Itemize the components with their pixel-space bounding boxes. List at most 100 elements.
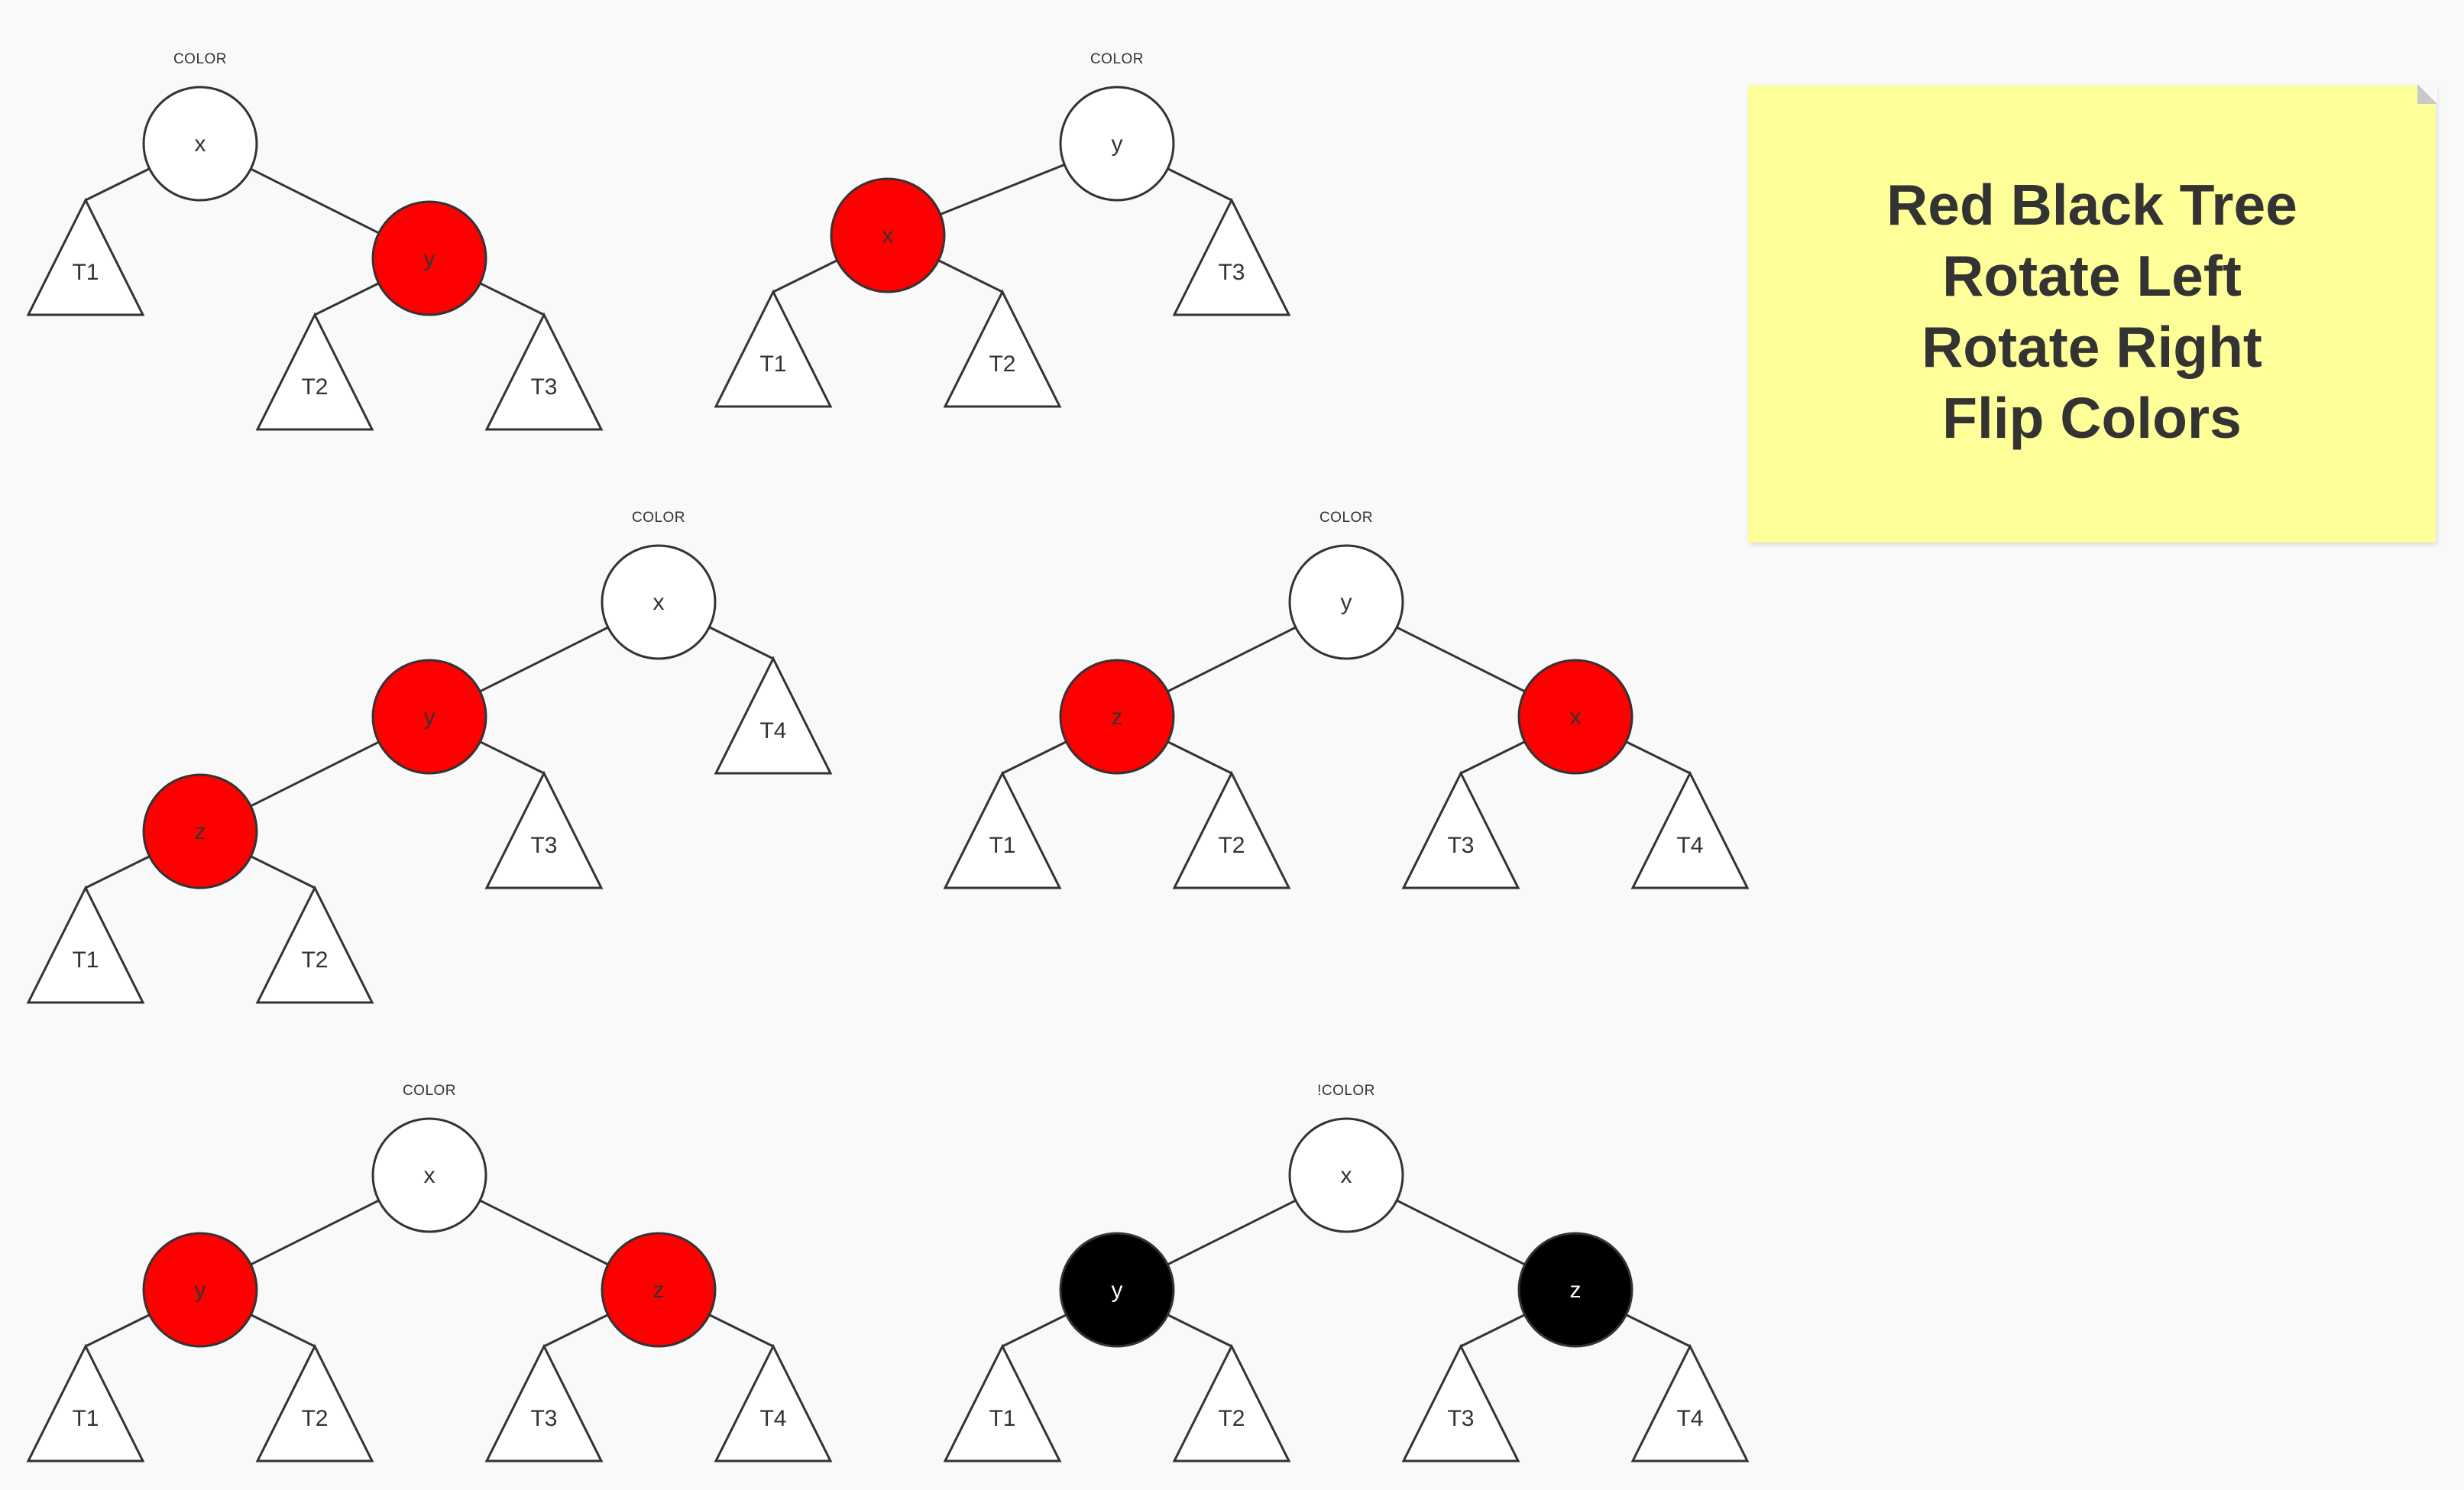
subtree-triangle bbox=[255, 1343, 374, 1462]
node-label: x bbox=[882, 223, 894, 248]
subtree-label: T3 bbox=[530, 374, 557, 400]
subtree-triangle bbox=[1630, 1343, 1750, 1462]
node-label: y bbox=[1112, 1278, 1123, 1303]
tree-node-white bbox=[1288, 544, 1404, 660]
subtree-edge bbox=[85, 855, 151, 889]
tree-node-red bbox=[830, 177, 946, 293]
subtree-edge bbox=[1167, 740, 1232, 775]
note-line-4: Flip Colors bbox=[1942, 386, 2242, 450]
node-label: x bbox=[424, 1163, 435, 1188]
subtree-label: T2 bbox=[989, 351, 1015, 377]
subtree-edge bbox=[1460, 1313, 1526, 1348]
subtree-edge bbox=[1625, 1313, 1691, 1348]
color-label: COLOR bbox=[1090, 51, 1144, 67]
tree-node-black bbox=[1059, 1232, 1175, 1348]
subtree-label: T4 bbox=[759, 718, 786, 743]
tree-node-red bbox=[142, 1232, 258, 1348]
subtree-edge bbox=[1167, 167, 1232, 202]
tree-edge bbox=[1167, 1199, 1297, 1266]
tree-edge bbox=[1167, 626, 1297, 693]
tree-edge bbox=[1396, 1199, 1526, 1266]
tree-edge bbox=[1396, 626, 1526, 693]
tree-edge bbox=[479, 1199, 609, 1266]
subtree-triangle bbox=[1401, 1343, 1520, 1462]
color-label: COLOR bbox=[1319, 510, 1373, 526]
note-folded-corner bbox=[2417, 84, 2437, 104]
subtree-label: T3 bbox=[1218, 260, 1245, 285]
tree-node-red bbox=[371, 200, 487, 316]
subtree-triangle bbox=[714, 289, 833, 408]
subtree-triangle bbox=[484, 312, 604, 431]
tree-node-red bbox=[601, 1232, 717, 1348]
subtree-label: T3 bbox=[530, 833, 557, 858]
subtree-triangle bbox=[1172, 770, 1291, 889]
subtree-triangle bbox=[943, 770, 1062, 889]
subtree-triangle bbox=[1630, 770, 1750, 889]
tree-node-white bbox=[371, 1117, 487, 1233]
subtree-label: T2 bbox=[1218, 1406, 1245, 1431]
subtree-edge bbox=[708, 626, 774, 660]
subtree-triangle bbox=[255, 885, 374, 1004]
subtree-triangle bbox=[26, 1343, 145, 1462]
tree-node-white bbox=[601, 544, 717, 660]
subtree-edge bbox=[772, 259, 838, 293]
subtree-label: T1 bbox=[72, 1406, 99, 1431]
node-label: y bbox=[1112, 131, 1123, 157]
subtree-label: T3 bbox=[1447, 1406, 1474, 1431]
subtree-triangle bbox=[714, 1343, 833, 1462]
subtree-triangle bbox=[26, 885, 145, 1004]
subtree-edge bbox=[85, 1313, 151, 1348]
subtree-edge bbox=[1625, 740, 1691, 775]
subtree-edge bbox=[250, 1313, 316, 1348]
tree-edge bbox=[250, 740, 380, 808]
color-label: COLOR bbox=[173, 51, 227, 67]
subtree-label: T2 bbox=[1218, 833, 1245, 858]
subtree-label: T3 bbox=[1447, 833, 1474, 858]
tree-node-red bbox=[1059, 659, 1175, 775]
tree-node-red bbox=[371, 659, 487, 775]
subtree-label: T2 bbox=[301, 947, 328, 973]
subtree-label: T1 bbox=[72, 260, 99, 285]
subtree-label: T3 bbox=[530, 1406, 557, 1431]
subtree-edge bbox=[1460, 740, 1526, 775]
node-label: y bbox=[424, 246, 435, 271]
tree-edge bbox=[479, 626, 609, 693]
node-label: z bbox=[195, 819, 206, 844]
color-label: COLOR bbox=[632, 510, 685, 526]
subtree-triangle bbox=[943, 1343, 1062, 1462]
tree-edge bbox=[250, 167, 380, 235]
tree-edge bbox=[940, 164, 1065, 215]
subtree-edge bbox=[314, 282, 380, 316]
node-label: y bbox=[195, 1278, 206, 1303]
subtree-triangle bbox=[943, 289, 1062, 408]
node-label: y bbox=[1341, 590, 1352, 615]
subtree-triangle bbox=[1172, 1343, 1291, 1462]
subtree-label: T1 bbox=[72, 947, 99, 973]
color-label: COLOR bbox=[403, 1083, 456, 1099]
subtree-edge bbox=[479, 740, 545, 775]
subtree-label: T4 bbox=[759, 1406, 786, 1431]
node-label: z bbox=[653, 1278, 665, 1303]
subtree-triangle bbox=[255, 312, 374, 431]
subtree-edge bbox=[708, 1313, 774, 1348]
subtree-edge bbox=[479, 282, 545, 316]
subtree-triangle bbox=[26, 197, 145, 316]
tree-edge bbox=[250, 1199, 380, 1266]
node-label: z bbox=[1112, 705, 1123, 730]
tree-node-black bbox=[1517, 1232, 1633, 1348]
tree-node-white bbox=[1288, 1117, 1404, 1233]
subtree-label: T4 bbox=[1676, 1406, 1703, 1431]
note-line-1: Red Black Tree bbox=[1886, 173, 2297, 237]
subtree-triangle bbox=[484, 770, 604, 889]
node-label: y bbox=[424, 705, 435, 730]
subtree-triangle bbox=[484, 1343, 604, 1462]
subtree-edge bbox=[1002, 740, 1067, 775]
node-label: x bbox=[653, 590, 665, 615]
